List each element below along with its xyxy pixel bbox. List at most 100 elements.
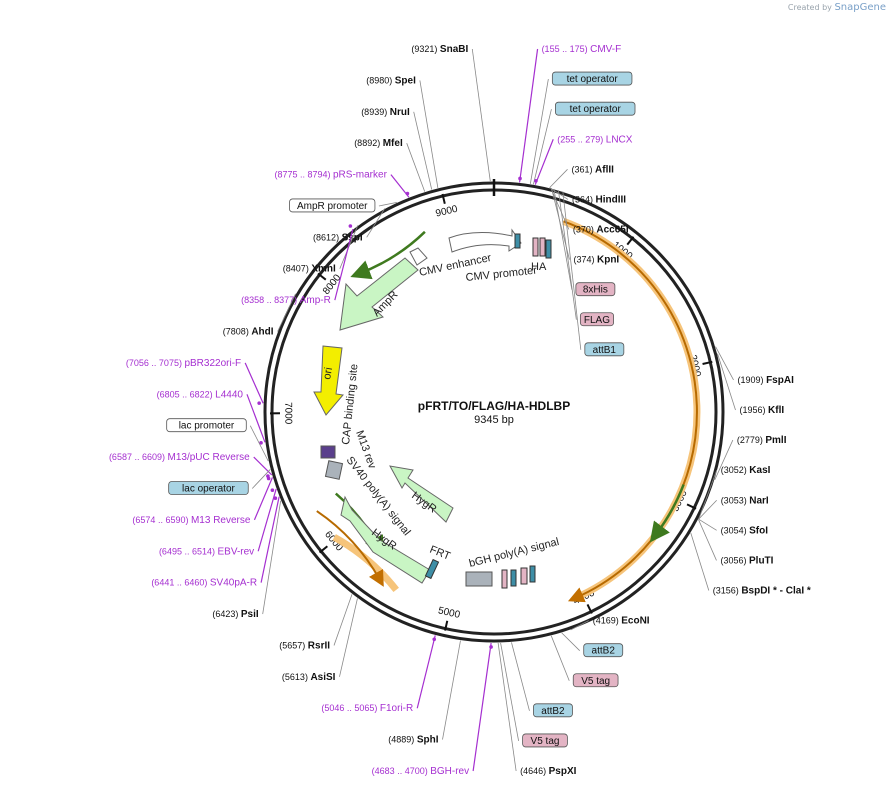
ori-arrow xyxy=(313,345,344,416)
site-label-acc65i: (370) Acc65I xyxy=(550,187,629,236)
label-text: (7808) AhdI xyxy=(223,327,274,338)
label-coord: (374) xyxy=(573,255,597,265)
label-box xyxy=(551,71,633,86)
label-name: MfeI xyxy=(383,138,403,149)
label-coord: (4889) xyxy=(388,735,417,745)
label-box xyxy=(555,101,636,116)
leader-line xyxy=(257,488,277,552)
site-label-amp-r: (8358 .. 8377) Amp-R xyxy=(241,224,354,306)
inner-label-cmv-promoter: CMV promoter xyxy=(465,265,538,284)
inner-label-ha: HA xyxy=(531,261,547,273)
site-label-fspai: (1909) FspAI xyxy=(715,346,794,386)
primer-mark xyxy=(266,476,271,481)
site-label-psii: (6423) PsiI xyxy=(212,500,282,620)
leader-line xyxy=(472,642,492,772)
label-name: PspXI xyxy=(549,766,577,777)
label-box xyxy=(575,282,616,297)
label-text: (8775 .. 8794) pRS-marker xyxy=(274,170,387,181)
label-coord: (3156) xyxy=(713,586,742,596)
leader-line xyxy=(406,143,426,192)
site-label-pspxi: (4646) PspXI xyxy=(497,642,577,777)
site-label-tet-operator: tet operator xyxy=(529,71,633,184)
leader-line xyxy=(419,80,439,188)
site-label-bgh-rev: (4683 .. 4700) BGH-rev xyxy=(372,642,493,777)
site-label-lac-operator: lac operator xyxy=(168,469,271,495)
v5-marker-2 xyxy=(529,565,536,583)
label-coord: (5046 .. 5065) xyxy=(321,703,380,713)
leader-line xyxy=(690,532,710,591)
label-name: SfoI xyxy=(749,525,768,536)
label-text: (8358 .. 8377) Amp-R xyxy=(241,295,331,306)
label-text: (6805 .. 6822) L4440 xyxy=(157,389,244,400)
label-box xyxy=(584,342,625,357)
small-orf-line xyxy=(316,510,384,587)
tick-label: 5000 xyxy=(437,605,462,621)
leader-line xyxy=(500,642,519,741)
label-name: FspAI xyxy=(766,375,794,386)
label-text: (4683 .. 4700) BGH-rev xyxy=(372,766,469,777)
site-label-kfli: (1956) KflI xyxy=(717,353,784,416)
hygr-arrow-lower xyxy=(340,495,431,584)
label-box-text: attB2 xyxy=(541,706,565,717)
site-label-m13-puc-reverse: (6587 .. 6609) M13/pUC Reverse xyxy=(109,452,273,478)
bgh-polya-box xyxy=(465,571,493,587)
site-label-spei: (8980) SpeI xyxy=(366,75,439,188)
leader-line xyxy=(253,477,273,521)
leader-line xyxy=(698,499,717,520)
label-name: PluTI xyxy=(749,555,774,566)
label-coord: (8358 .. 8377) xyxy=(241,295,300,305)
site-label-f1ori-r: (5046 .. 5065) F1ori-R xyxy=(321,635,437,714)
label-coord: (3056) xyxy=(720,555,749,565)
label-text: (5613) AsiSI xyxy=(282,672,336,683)
label-box xyxy=(572,673,619,688)
label-text: (3054) SfoI xyxy=(721,525,769,536)
leader-line xyxy=(511,642,530,711)
label-box-text: tet operator xyxy=(567,74,619,85)
label-box-text: AmpR promoter xyxy=(297,201,368,212)
label-name: NarI xyxy=(749,495,769,506)
label-text: (1956) KflI xyxy=(739,405,784,416)
site-label-snabi: (9321) SnaBI xyxy=(411,44,491,182)
label-box xyxy=(522,733,568,748)
site-label-asisi: (5613) AsiSI xyxy=(282,598,358,683)
cmv-promoter-arrow xyxy=(448,228,522,253)
label-coord: (7808) xyxy=(223,327,252,337)
label-coord: (4169) xyxy=(593,616,622,626)
leader-line xyxy=(698,519,717,561)
site-label-sv40pa-r: (6441 .. 6460) SV40pA-R xyxy=(151,496,280,589)
label-coord: (6574 .. 6590) xyxy=(132,515,191,525)
primer-mark xyxy=(259,441,263,445)
label-text: (370) Acc65I xyxy=(573,225,629,236)
label-box xyxy=(166,418,247,433)
leader-line xyxy=(534,139,554,185)
label-coord: (6495 .. 6514) xyxy=(159,546,218,556)
primer-mark xyxy=(348,224,353,228)
leader-line xyxy=(717,353,736,411)
site-label-ahdi: (7808) AhdI xyxy=(223,293,296,338)
tick-8000 xyxy=(317,272,327,281)
site-label-pbr322ori-f: (7056 .. 7075) pBR322ori-F xyxy=(126,358,264,405)
site-label-sfoi: (3054) SfoI xyxy=(698,518,769,536)
leader-line xyxy=(561,632,580,651)
leader-line xyxy=(253,456,273,476)
primer-mark xyxy=(534,178,538,183)
tick-4000 xyxy=(586,604,593,614)
label-name: F1ori-R xyxy=(380,703,413,714)
tick-2000 xyxy=(702,360,713,366)
primer-mark xyxy=(432,637,437,642)
label-name: LNCX xyxy=(606,134,633,145)
label-coord: (3052) xyxy=(721,465,750,475)
label-coord: (4683 .. 4700) xyxy=(372,766,431,776)
primer-mark xyxy=(270,488,275,493)
label-text: (5657) RsrII xyxy=(279,640,330,651)
label-name: RsrII xyxy=(308,640,330,651)
label-text: (2779) PmlI xyxy=(737,435,787,446)
cap-site-box xyxy=(320,445,336,459)
site-label-v5-tag: V5 tag xyxy=(500,642,568,748)
label-box xyxy=(583,643,624,658)
label-text: (361) AflII xyxy=(572,164,615,175)
leader-line xyxy=(715,346,734,381)
tick-3000 xyxy=(686,503,697,510)
leader-line xyxy=(529,79,549,184)
